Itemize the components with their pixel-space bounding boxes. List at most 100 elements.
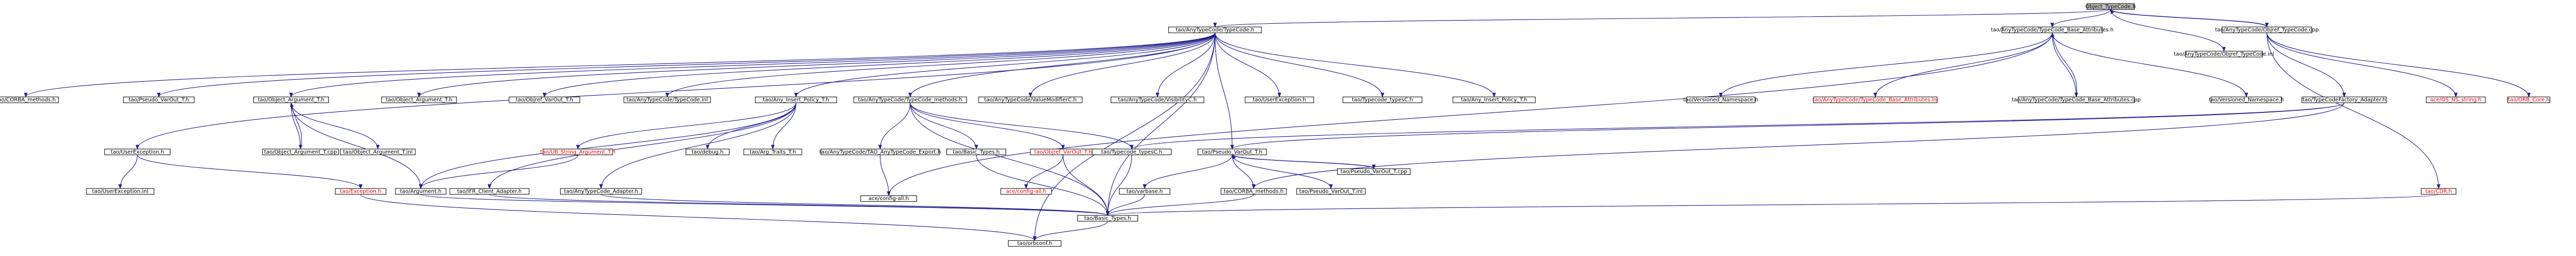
node-box: [1119, 188, 1170, 195]
node-acecfg[interactable]: ace/config-all.h: [860, 195, 917, 202]
edge-tcm-to-tao_tc: [878, 102, 911, 150]
node-box: [340, 148, 416, 155]
node-box: [2426, 97, 2486, 103]
node-tcc2[interactable]: tao/Typecode_typesC.h: [1092, 148, 1172, 155]
node-iffr[interactable]: tao/IFR_Client_Adapter.h: [449, 188, 529, 195]
edge-otcpp-to-orbcore: [2266, 33, 2531, 98]
node-root[interactable]: Object_TypeCode.h: [2086, 3, 2136, 10]
node-tcc[interactable]: tao/Typecode_typesC.h: [1342, 97, 1423, 103]
node-tcm[interactable]: tao/AnyTypeCode/TypeCode_methods.h: [853, 97, 967, 103]
node-varb[interactable]: tao/varbase.h: [1119, 188, 1170, 195]
node-pvt[interactable]: tao/Pseudo_VarOut_T.h: [123, 97, 195, 103]
node-orbcore[interactable]: tao/ORB_Core.h: [2507, 97, 2551, 103]
edge-atc-to-visc: [1156, 33, 1216, 98]
node-box: [104, 148, 171, 155]
node-box: [2185, 51, 2263, 58]
edge-aip-to-atr: [771, 102, 797, 150]
node-orbc[interactable]: tao/orbconf.h: [1008, 240, 1062, 247]
node-tci[interactable]: tao/AnyTypeCode/TypeCode.inl: [623, 97, 711, 103]
node-pvti[interactable]: tao/Pseudo_VarOut_T.inl: [1296, 188, 1366, 195]
node-label: tao/Any_Insert_Policy_T.h: [763, 97, 829, 103]
node-tfa[interactable]: tao/TypeCodeFactory_Adapter.h: [2302, 97, 2387, 103]
node-box: [1220, 188, 1287, 195]
node-box: [1452, 97, 1536, 103]
node-btypes[interactable]: tao/Basic_Types.h: [946, 148, 1007, 155]
node-box: [560, 188, 642, 195]
edge-tfa-to-tcc2: [1130, 102, 2345, 150]
node-bta[interactable]: tao/AnyTypeCode/TypeCode_Base_Attributes…: [1991, 26, 2114, 33]
node-atca[interactable]: tao/AnyTypeCode_Adapter.h: [560, 188, 642, 195]
node-aipt[interactable]: tao/Any_Insert_Policy_T.h: [1452, 97, 1536, 103]
node-vrfc[interactable]: tao/AnyTypeCode/ValueModifierC.h: [978, 97, 1083, 103]
node-box: [381, 97, 457, 103]
node-box: [1296, 188, 1366, 195]
edge-atc-to-ovt: [542, 33, 1216, 98]
node-pvtcpp[interactable]: tao/Pseudo_VarOut_T.cpp: [1337, 168, 1411, 175]
edge-iffr-to-btypes2: [489, 194, 1110, 216]
node-uex[interactable]: tao/UserException.h: [1245, 97, 1314, 103]
edge-bta-to-acecfg: [887, 33, 2053, 196]
node-layer: Object_TypeCode.h tao/AnyTypeCode/TypeCod…: [0, 3, 2551, 247]
edge-bta-to-vns: [1719, 33, 2053, 98]
node-label: ace/OS_NS_string.h: [2430, 97, 2482, 103]
node-uexi[interactable]: tao/UserException.inl: [86, 188, 155, 195]
node-oatcpp[interactable]: tao/Object_Argument_T.cpp: [262, 148, 339, 155]
node-dbg[interactable]: tao/debug.h: [685, 148, 730, 155]
node-label: tao/AnyTypeCode/TypeCode_Base_Attributes…: [2012, 97, 2141, 103]
node-osstr[interactable]: ace/OS_NS_string.h: [2426, 97, 2486, 103]
node-label: tao/UserException.h: [111, 149, 164, 155]
edge-usat-to-arg: [419, 155, 579, 189]
node-oati[interactable]: tao/Object_Argument_T.inl: [340, 148, 416, 155]
edge-atc-to-pvt: [157, 32, 1216, 98]
node-exc[interactable]: tao/Exception.h: [335, 188, 386, 195]
node-corbam2[interactable]: tao/CORBA_methods.h: [1220, 188, 1287, 195]
edge-tcm-to-tcc2: [910, 102, 1134, 150]
node-box: [123, 97, 195, 103]
node-atc[interactable]: tao/AnyTypeCode/TypeCode.h: [1168, 26, 1262, 33]
node-atr[interactable]: tao/Arg_Traits_T.h: [743, 148, 802, 155]
node-vns[interactable]: tao/Versioned_Namespace.h: [1683, 97, 1758, 103]
node-pvt2[interactable]: tao/Pseudo_VarOut_T.h: [1197, 148, 1267, 155]
node-aip[interactable]: tao/Any_Insert_Policy_T.h: [755, 97, 837, 103]
node-arg[interactable]: tao/Argument.h: [395, 188, 447, 195]
node-label: tao/AnyTypeCode/Objref_TypeCode.cpp: [2215, 27, 2318, 33]
node-corbam1[interactable]: tao/CORBA_methods.h: [0, 97, 59, 103]
node-label: tao/varbase.h: [1126, 189, 1163, 195]
node-box: [743, 148, 802, 155]
node-otcpp[interactable]: tao/AnyTypeCode/Objref_TypeCode.cpp: [2215, 26, 2318, 33]
node-cfgall[interactable]: ace/config-all.h: [1000, 188, 1052, 195]
node-label: tao/Object_Argument_T.h: [386, 97, 452, 103]
node-tao_tc[interactable]: tao/AnyTypeCode/TAO_AnyTypeCode_Export.h: [819, 148, 941, 155]
node-oatb[interactable]: tao/Object_Argument_T.h: [381, 97, 457, 103]
node-ovt[interactable]: tao/Objref_VarOut_T.h: [508, 97, 580, 103]
node-label: ace/config-all.h: [1006, 189, 1047, 195]
node-ovt2[interactable]: tao/Objref_VarOut_T.h: [1030, 148, 1096, 155]
node-vns2[interactable]: tao/Versioned_Namespace.h: [2209, 97, 2284, 103]
node-label: tao/Arg_Traits_T.h: [750, 149, 796, 155]
node-visc[interactable]: tao/AnyTypeCode/VisibilityC.h: [1111, 97, 1205, 103]
node-box: [2002, 26, 2103, 33]
node-box: [1686, 97, 1756, 103]
node-ototi[interactable]: tao/AnyTypeCode/Objref_TypeCode.inl: [2174, 51, 2274, 58]
node-label: tao/Pseudo_VarOut_T.h: [129, 97, 189, 103]
node-cdr[interactable]: tao/CDR.h: [2421, 188, 2457, 195]
node-usat[interactable]: tao/UB_String_Argument_T.h: [540, 148, 615, 155]
node-btacpp[interactable]: tao/AnyTypeCode/TypeCode_Base_Attributes…: [2012, 97, 2141, 103]
edge-atc-to-corbam1: [24, 32, 1216, 98]
edge-btacpp-to-bta: [2051, 32, 2077, 97]
node-box: [2507, 97, 2551, 103]
node-label: tao/Versioned_Namespace.h: [1683, 97, 1758, 103]
node-oat[interactable]: tao/Object_Argument_T.h: [253, 97, 329, 103]
node-uexh[interactable]: tao/UserException.h: [104, 148, 171, 155]
node-box: [946, 148, 1007, 155]
node-label: tao/Exception.h: [340, 189, 381, 195]
node-label: tao/orbconf.h: [1017, 241, 1052, 246]
node-btypes2[interactable]: tao/Basic_Types.h: [1077, 215, 1138, 222]
node-btai[interactable]: tao/AnyTypeCode/TypeCode_Base_Attributes…: [1813, 97, 1938, 103]
edge-aip-to-arg: [419, 102, 797, 189]
edge-ovt2-to-cfgall: [1024, 155, 1064, 189]
edge-tcm-to-ovt2: [910, 102, 1065, 150]
node-box: [755, 97, 837, 103]
node-box: [1000, 188, 1052, 195]
node-box: [1168, 26, 1262, 33]
